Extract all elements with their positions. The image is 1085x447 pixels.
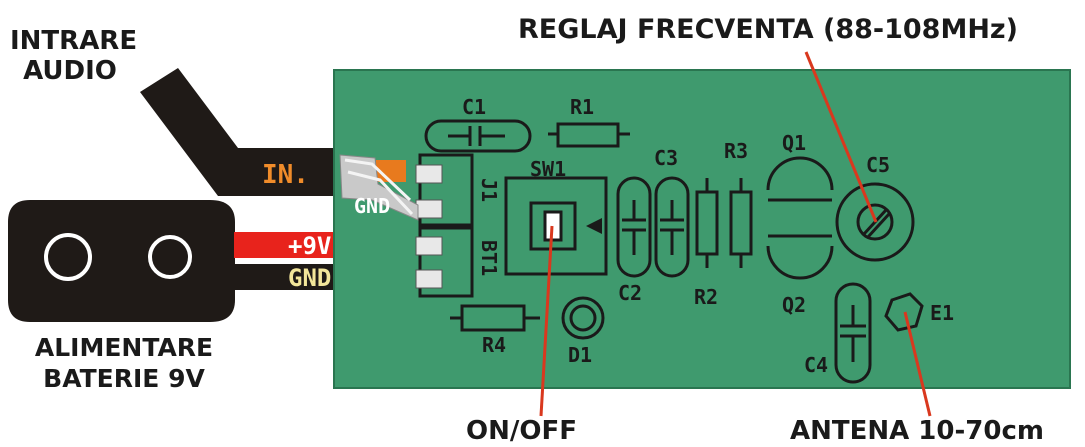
r2-label: R2	[694, 285, 718, 309]
audio-input-label-line2: AUDIO	[23, 56, 117, 86]
audio-cable	[140, 68, 345, 196]
c1-capacitor-body	[424, 119, 532, 153]
q1-transistor-icon	[766, 156, 834, 202]
sw1-arrow-icon	[586, 218, 602, 234]
q2-label: Q2	[782, 293, 806, 317]
c2-capacitor-body	[616, 176, 652, 278]
on-off-callout-line	[539, 225, 554, 417]
r2-resistor-icon	[695, 178, 719, 268]
c1-capacitor-symbol-icon	[448, 126, 505, 146]
audio-input-label-line1: INTRARE	[10, 26, 138, 56]
c3-capacitor-body	[654, 176, 690, 278]
c4-label: C4	[804, 353, 828, 377]
bt1-connector-outline	[418, 226, 474, 298]
c3-capacitor-symbol-icon	[660, 200, 684, 255]
r4-resistor-icon	[450, 304, 540, 332]
c2-capacitor-symbol-icon	[622, 200, 646, 255]
r1-resistor-icon	[548, 122, 630, 148]
bt1-pad-1	[415, 236, 443, 256]
antenna-callout-line	[903, 311, 932, 417]
wire-label-in: IN.	[262, 160, 309, 190]
c4-capacitor-symbol-icon	[840, 305, 866, 362]
j1-connector-outline	[418, 153, 474, 227]
wire-label-plus-9v: +9V	[288, 232, 331, 260]
battery-power-label: ALIMENTARE BATERIE 9V	[14, 332, 234, 394]
c5-trimmer-inner	[856, 203, 894, 241]
battery-power-label-line2: BATERIE 9V	[43, 364, 205, 393]
c2-label: C2	[618, 281, 642, 305]
c5-label: C5	[866, 153, 890, 177]
bt1-label: BT1	[477, 240, 501, 276]
antenna-label: ANTENA 10-70cm	[790, 416, 1044, 446]
d1-led-outer	[561, 296, 605, 340]
c1-label: C1	[462, 95, 486, 119]
audio-wire-strands	[339, 154, 419, 221]
d1-led-inner	[569, 304, 597, 332]
bt1-pad-2	[415, 269, 443, 289]
c5-trimmer-outer	[835, 182, 915, 262]
q1-label: Q1	[782, 131, 806, 155]
audio-wire-strand-highlight	[344, 158, 414, 216]
q2-transistor-icon	[766, 234, 834, 280]
c4-capacitor-body	[834, 282, 872, 384]
c3-label: C3	[654, 146, 678, 170]
wire-label-battery-gnd: GND	[288, 264, 331, 292]
r3-resistor-icon	[729, 178, 753, 268]
r1-label: R1	[570, 95, 594, 119]
r3-label: R3	[724, 139, 748, 163]
frequency-callout-line	[804, 51, 878, 223]
battery-terminal-right-icon	[148, 235, 192, 279]
on-off-label: ON/OFF	[466, 416, 577, 446]
battery-power-label-line1: ALIMENTARE	[34, 333, 214, 362]
sw1-switch-body	[529, 201, 577, 251]
j1-label: J1	[477, 178, 501, 202]
e1-antenna-pad-icon	[884, 292, 924, 332]
d1-label: D1	[568, 343, 592, 367]
sw1-switch-lever	[543, 210, 563, 242]
audio-input-label: INTRARE AUDIO	[10, 26, 138, 86]
j1-pad-1	[415, 164, 443, 184]
wire-label-audio-gnd: GND	[354, 194, 390, 218]
battery-terminal-left-icon	[44, 233, 92, 281]
sw1-switch-outline	[504, 176, 608, 276]
r4-label: R4	[482, 333, 506, 357]
frequency-adjust-label: REGLAJ FRECVENTA (88-108MHz)	[518, 14, 1018, 45]
battery-connector-body	[8, 200, 235, 322]
j1-pad-2	[415, 199, 443, 219]
e1-label: E1	[930, 301, 954, 325]
